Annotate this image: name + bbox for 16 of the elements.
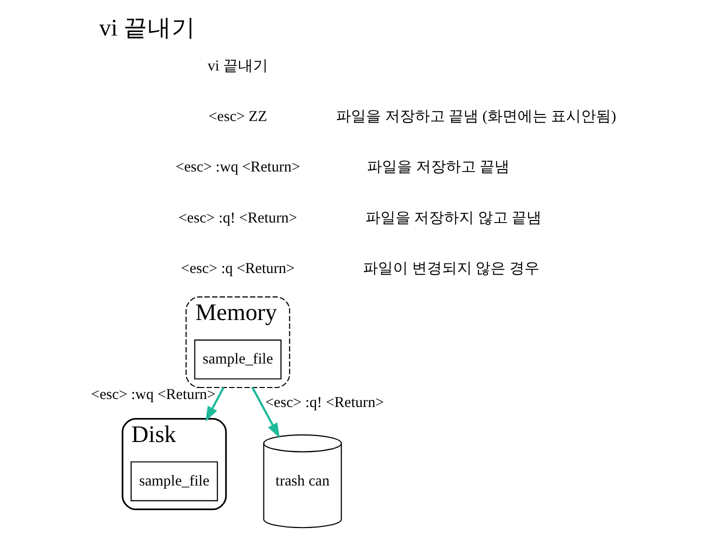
arrow bbox=[250, 386, 280, 438]
label: <esc> :q! <Return> bbox=[178, 210, 297, 226]
arrow bbox=[204, 387, 224, 422]
label: 파일을 저장하고 끝냄 (화면에는 표시안됨) bbox=[336, 108, 616, 125]
node-box: sample_file bbox=[194, 340, 282, 380]
label: vi 끝내기 bbox=[207, 58, 268, 74]
diagram-title: vi 끝내기 bbox=[98, 16, 196, 42]
edge-label: <esc> :q! <Return> bbox=[264, 395, 384, 412]
label: 파일을 저장하고 끝냄 bbox=[366, 160, 510, 176]
label: <esc> ZZ bbox=[208, 108, 267, 125]
label: <esc> :q <Return> bbox=[180, 260, 294, 277]
edge-label: <esc> :wq <Return> bbox=[90, 386, 216, 403]
label: 파일이 변경되지 않은 경우 bbox=[362, 260, 539, 277]
node-box: sample_file bbox=[130, 461, 218, 502]
label: <esc> :wq <Return> bbox=[175, 160, 300, 176]
label: 파일을 저장하지 않고 끝냄 bbox=[364, 210, 542, 226]
